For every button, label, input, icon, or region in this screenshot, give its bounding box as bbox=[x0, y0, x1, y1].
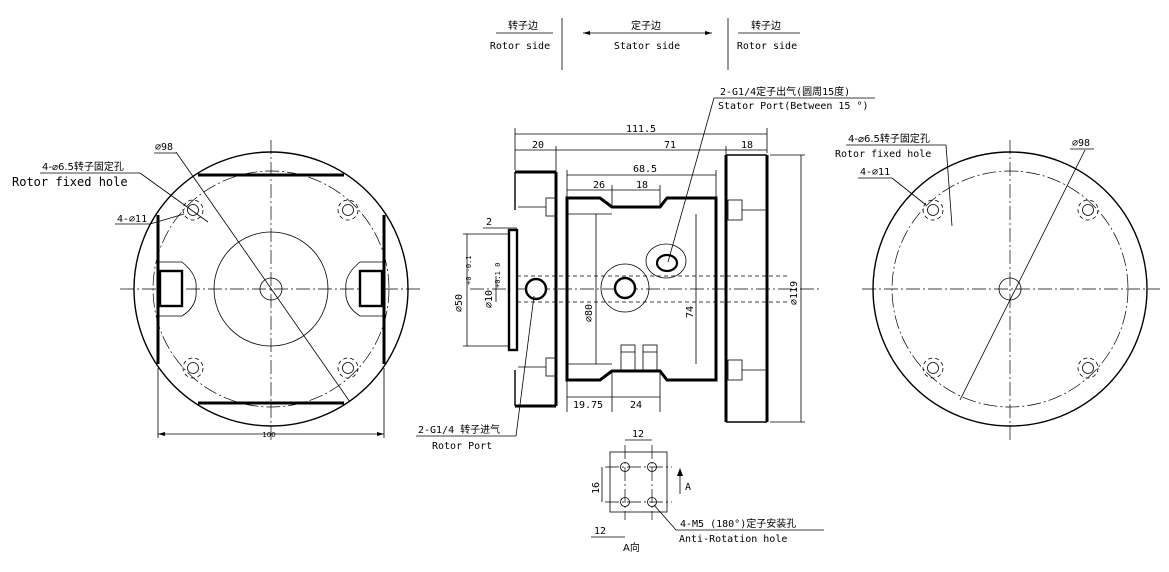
left-boss-left bbox=[157, 261, 197, 317]
right-hole-label-cn: 4-⌀6.5转子固定孔 bbox=[848, 132, 930, 145]
detail-a-plate bbox=[609, 451, 668, 513]
right-hole-bl bbox=[922, 357, 944, 379]
header-left-cn: 转子边 bbox=[508, 19, 538, 32]
dim-overall: 111.5 bbox=[626, 124, 656, 135]
dim-74: 74 bbox=[685, 306, 696, 318]
rotor-port-label-cn: 2-G1/4 转子进气 bbox=[418, 423, 500, 436]
right-hole-br bbox=[1077, 357, 1099, 379]
header-right-cn: 转子边 bbox=[751, 19, 781, 32]
left-hole-bl bbox=[182, 357, 204, 379]
dim-right-flange: 18 bbox=[741, 140, 753, 151]
right-dia-label: ⌀98 bbox=[1072, 138, 1090, 149]
left-hole-tl bbox=[182, 199, 204, 221]
detail-hole-1 bbox=[620, 462, 630, 472]
left-end-view: 4-⌀6.5转子固定孔 Rotor fixed hole ⌀98 4-⌀11 1… bbox=[12, 140, 422, 440]
detail-dim-12-top: 12 bbox=[632, 429, 644, 440]
rotor-port-circle bbox=[524, 277, 548, 301]
header-center-cn: 定子边 bbox=[631, 19, 661, 32]
right-hole-label-en: Rotor fixed hole bbox=[835, 149, 931, 160]
dim-26: 26 bbox=[593, 180, 605, 191]
dim-phi50: ⌀50 bbox=[454, 294, 465, 312]
left-hole-tr bbox=[337, 199, 359, 221]
detail-hole-3 bbox=[620, 497, 630, 507]
dim-24: 24 bbox=[630, 400, 642, 411]
dim-body: 71 bbox=[664, 140, 676, 151]
left-boss-right bbox=[345, 261, 385, 317]
dim-phi10-tol: +0.1 0 bbox=[494, 263, 502, 288]
right-small-hole-label: 4-⌀11 bbox=[860, 167, 890, 178]
left-dia-label: ⌀98 bbox=[155, 142, 173, 153]
dim-2: 2 bbox=[486, 217, 492, 228]
detail-hole-4 bbox=[647, 497, 657, 507]
dim-18: 18 bbox=[636, 180, 648, 191]
dim-phi50-tol: +0 -0.1 bbox=[465, 255, 473, 285]
detail-a-view: 12 16 12 A A向 4-M5 (180°)定子安装孔 Anti-Rota… bbox=[591, 429, 824, 554]
dim-phi119: ⌀119 bbox=[789, 281, 800, 305]
left-small-hole-label: 4-⌀11 bbox=[117, 214, 147, 225]
dim-left-flange: 20 bbox=[532, 140, 544, 151]
detail-label-cn: 4-M5 (180°)定子安装孔 bbox=[680, 517, 796, 530]
right-hole-tr bbox=[1077, 199, 1099, 221]
header-block: 转子边 Rotor side 定子边 Stator side 转子边 Rotor… bbox=[490, 18, 800, 70]
center-port-circle bbox=[613, 276, 637, 300]
left-hole-label-en: Rotor fixed hole bbox=[12, 175, 128, 189]
header-center-en: Stator side bbox=[614, 41, 680, 52]
side-view: 111.5 20 71 18 68.5 26 18 2 ⌀50 +0 -0.1 … bbox=[416, 85, 875, 452]
detail-dim-16: 16 bbox=[591, 482, 602, 494]
right-hole-tl bbox=[922, 199, 944, 221]
detail-arrow-label: A bbox=[685, 482, 691, 493]
rotor-port-label-en: Rotor Port bbox=[432, 441, 492, 452]
dim-phi10: ⌀10 bbox=[484, 290, 495, 308]
left-hole-label-cn: 4-⌀6.5转子固定孔 bbox=[42, 160, 124, 173]
stator-port-label-en: Stator Port(Between 15 °) bbox=[718, 101, 869, 112]
left-hole-br bbox=[337, 357, 359, 379]
dim-inner: 68.5 bbox=[633, 164, 657, 175]
detail-dim-12-bottom: 12 bbox=[594, 526, 606, 537]
header-right-en: Rotor side bbox=[737, 41, 797, 52]
dim-19-75: 19.75 bbox=[573, 400, 603, 411]
left-width-dim: 100 bbox=[262, 431, 275, 439]
detail-label-en: Anti-Rotation hole bbox=[679, 534, 787, 545]
dim-phi80: ⌀80 bbox=[584, 304, 595, 322]
detail-view-label: A向 bbox=[623, 541, 640, 554]
stator-port-label-cn: 2-G1/4定子出气(圆周15度) bbox=[720, 85, 850, 98]
stator-port-circle bbox=[655, 253, 679, 273]
rotor-face bbox=[507, 228, 519, 352]
detail-hole-2 bbox=[647, 462, 657, 472]
right-end-view: 4-⌀6.5转子固定孔 Rotor fixed hole 4-⌀11 ⌀98 bbox=[835, 132, 1160, 440]
header-left-en: Rotor side bbox=[490, 41, 550, 52]
